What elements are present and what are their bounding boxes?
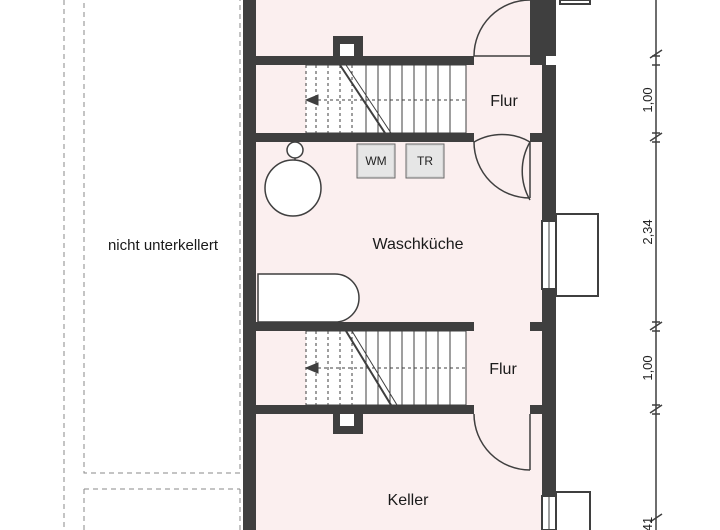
stairs-upper <box>304 64 467 134</box>
stairs-lower <box>304 330 467 406</box>
dimension-line <box>649 0 663 530</box>
door-top <box>473 0 531 57</box>
left-outer-wall <box>243 0 256 530</box>
room-label-waschkueche: Waschküche <box>373 236 464 253</box>
walls <box>243 0 556 530</box>
windows <box>541 0 599 530</box>
bathtub-icon <box>257 273 360 323</box>
dimension-flur-lower: 1,00 <box>640 355 655 380</box>
room-label-flur-lower: Flur <box>489 361 517 378</box>
doors <box>473 0 531 471</box>
wall-lower-flur <box>256 405 546 414</box>
door-upper-flur <box>473 133 531 143</box>
dimension-waschkueche: 2,34 <box>640 219 655 244</box>
window-top <box>559 0 591 5</box>
wall-waschkueche <box>256 322 546 331</box>
unexcavated-area: nicht unterkellert <box>0 0 243 530</box>
room-label-keller: Keller <box>388 492 430 509</box>
right-outer-wall <box>542 0 556 56</box>
wall-openings <box>474 56 530 414</box>
circle-tank-icon <box>264 141 322 217</box>
wall-upper-flur <box>256 133 546 142</box>
dimension-keller: 41 <box>640 517 655 530</box>
dryer-label: TR <box>417 154 433 168</box>
chimneys <box>333 36 363 434</box>
unexcavated-label: nicht unterkellert <box>108 237 219 254</box>
dimension-flur-upper: 1,00 <box>640 87 655 112</box>
wall-top <box>256 56 546 65</box>
washer-label: WM <box>365 154 386 168</box>
room-label-flur-upper: Flur <box>490 93 518 110</box>
door-waschkueche <box>473 141 531 199</box>
door-lower-flur <box>473 413 531 471</box>
appliances: WM TR <box>356 143 445 179</box>
